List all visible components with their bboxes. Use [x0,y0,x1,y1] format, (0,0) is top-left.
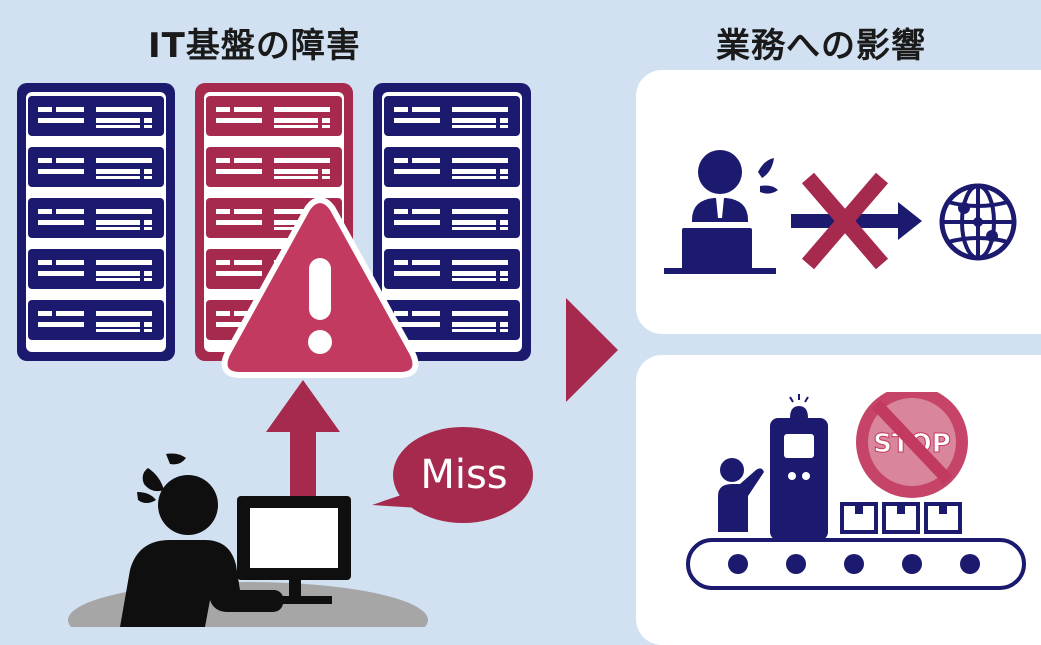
worker-at-computer-icon [120,453,284,627]
factory-machine-icon [770,394,828,540]
computer-monitor-icon [237,496,351,604]
speech-bubble-text: Miss [420,452,508,498]
production-stop-illustration: STOP [686,392,1026,590]
factory-worker-icon [718,458,764,532]
impact-panel-production [636,355,1041,645]
box-icon [882,502,920,534]
warning-icon [221,197,419,378]
network-failure-illustration [664,150,1017,274]
speech-bubble-icon [372,427,533,523]
triangle-arrow-icon [566,298,618,402]
office-worker-icon [664,150,778,274]
conveyor-belt-icon [686,538,1026,590]
box-icon [924,502,962,534]
left-illustration [17,83,618,627]
server-rack-icon [17,83,175,361]
left-section-title: IT基盤の障害 [148,26,361,66]
globe-icon [939,183,1017,261]
stop-sign-icon: STOP [856,392,968,498]
cross-mark-icon [801,172,889,270]
server-rack-icon [373,83,531,361]
right-section-title: 業務への影響 [716,26,926,66]
box-icon [840,502,878,534]
